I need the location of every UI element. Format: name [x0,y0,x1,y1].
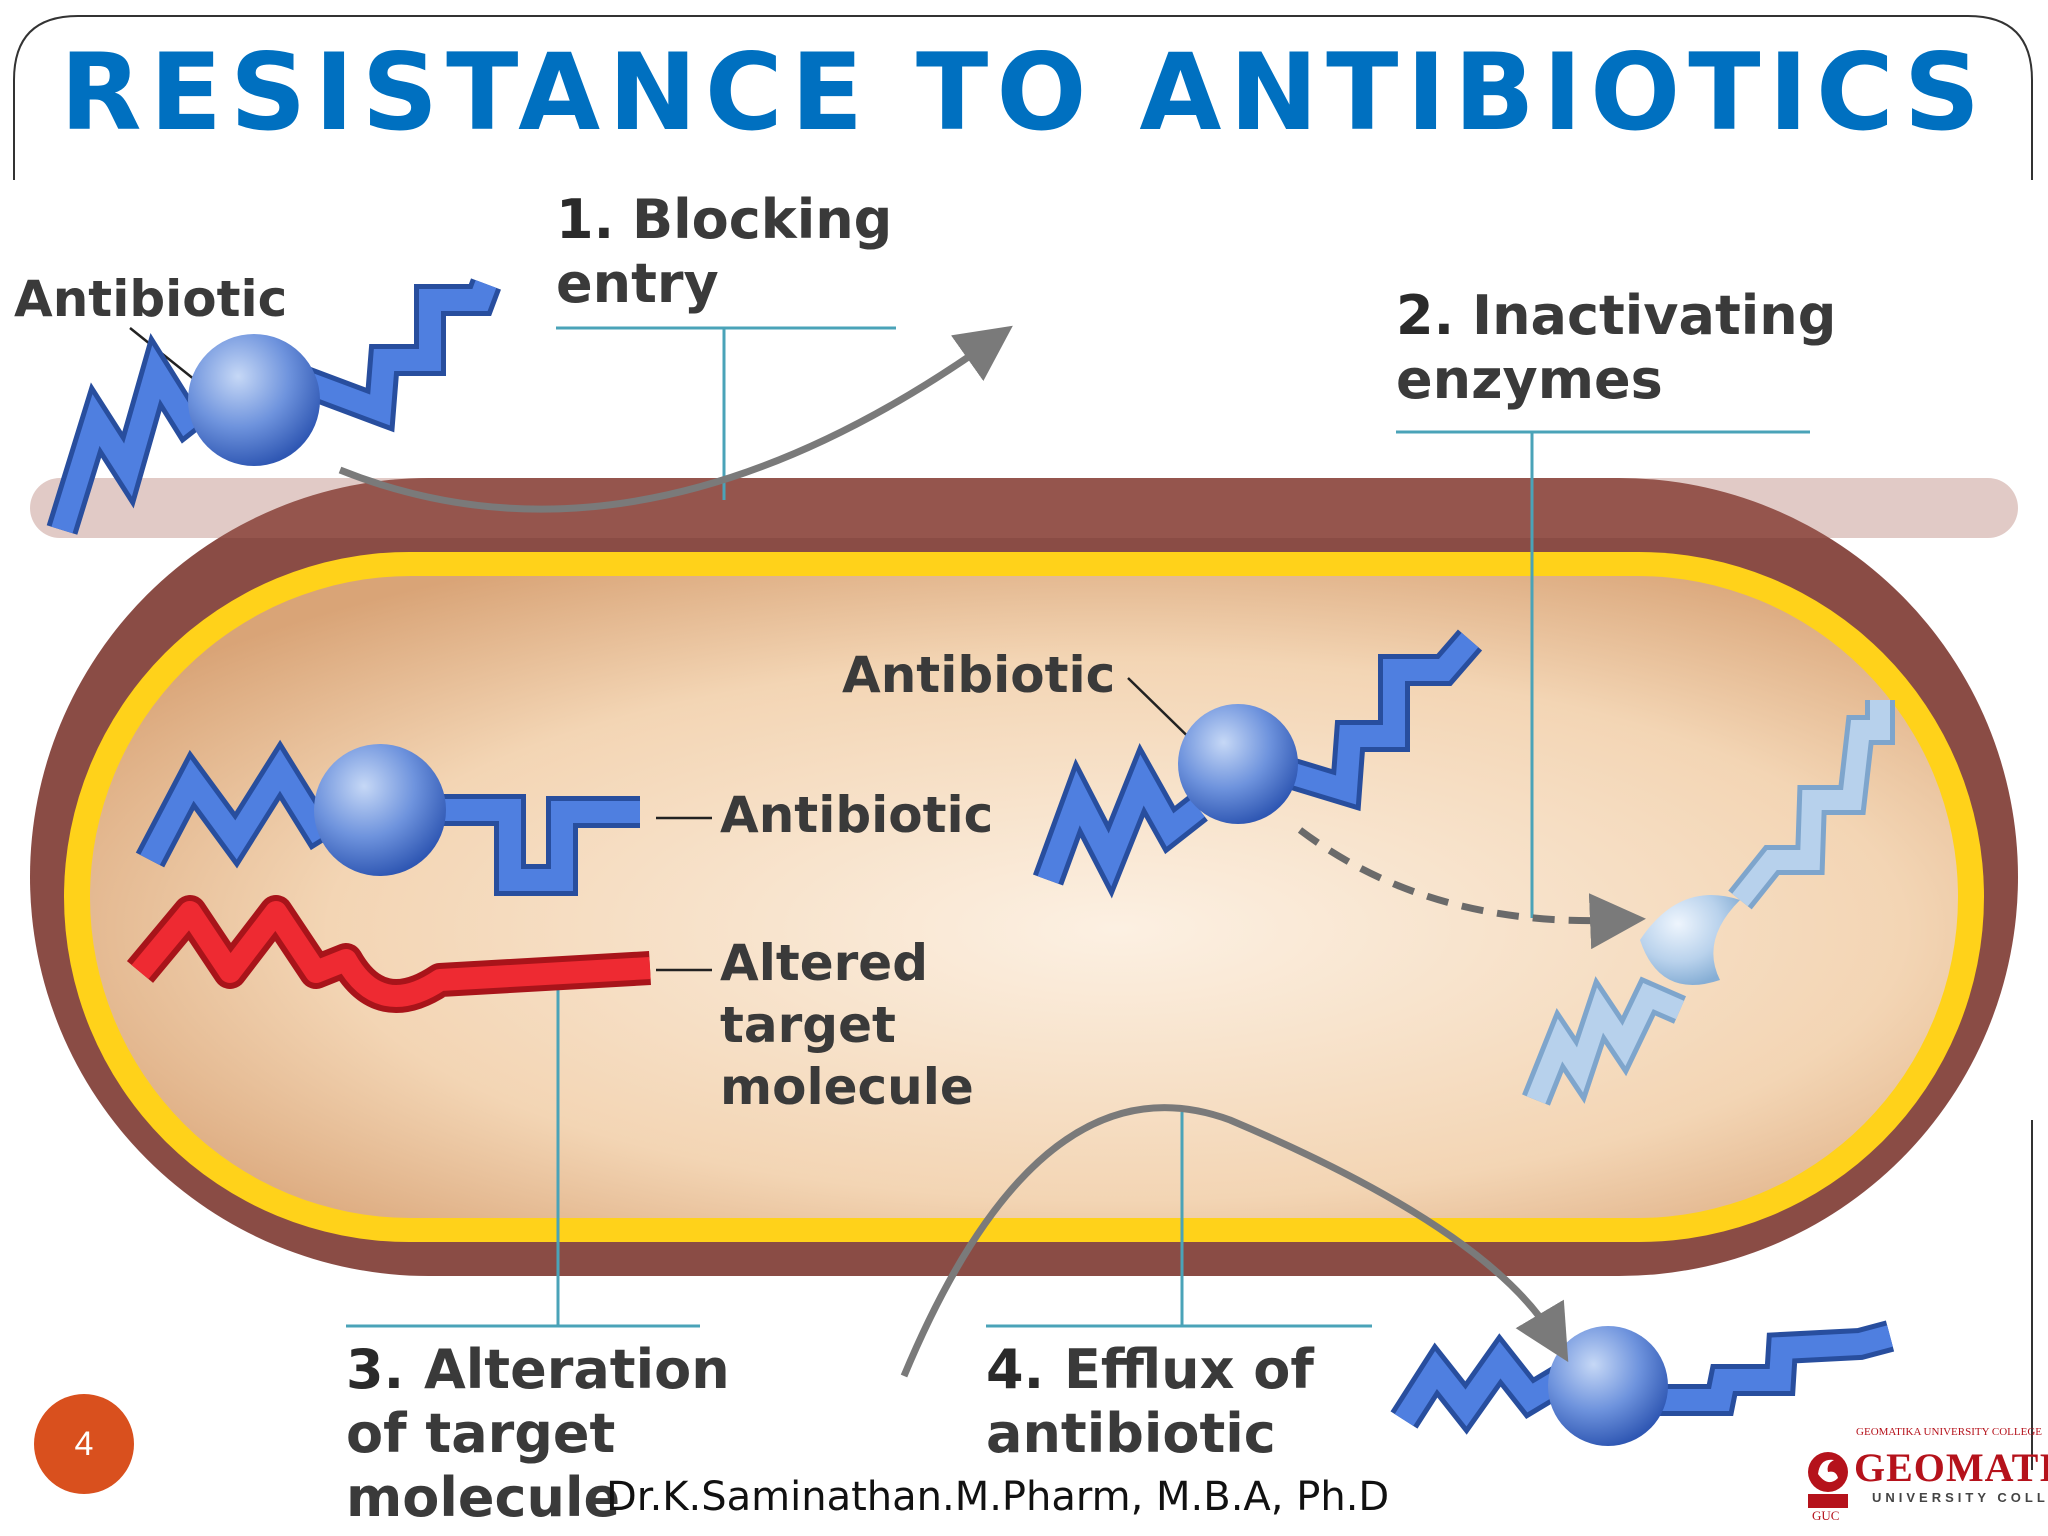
page-number-badge: 4 [34,1394,134,1494]
university-logo: GEOMATIKA UNIVERSITY COLLEGE GEOMATIKA U… [1806,1424,2048,1530]
mechanism-4-label: 4. Efflux of antibiotic [986,1338,1333,1465]
label-altered-target: Altered target molecule [720,934,974,1116]
label-antibiotic-outside: Antibiotic [14,270,287,328]
arrow-blocking-entry [338,325,1013,513]
arrow-efflux [900,1104,1569,1378]
logo-swirl-icon [1808,1452,1848,1508]
slide-title: RESISTANCE TO ANTIBIOTICS [59,31,1989,154]
logo-name: GEOMATIKA [1854,1445,2048,1490]
antibiotic-molecule-bound [135,739,640,896]
logo-subtitle: UNIVERSITY COLLEGE [1872,1490,2048,1505]
label-antibiotic-inside-right: Antibiotic [842,646,1115,704]
mechanism-1-label: 1. Blocking entry [556,188,911,315]
antibiotic-molecule-effluxed [1390,1320,1895,1446]
arrows [338,325,1646,1378]
altered-target-molecule [126,895,651,1013]
bacterial-cell [30,478,2018,1276]
logo-top-text: GEOMATIKA UNIVERSITY COLLEGE [1856,1426,2042,1438]
callout-lines [346,326,1810,1328]
mechanism-3-label: 3. Alteration of target molecule [346,1338,749,1529]
label-antibiotic-bound: Antibiotic [720,786,993,844]
mechanism-2-label: 2. Inactivating enzymes [1396,284,1855,411]
author-credit: Dr.K.Saminathan.M.Pharm, M.B.A, Ph.D [606,1474,1390,1520]
arrow-inactivation [1297,827,1646,950]
logo-abbr: GUC [1812,1508,1840,1523]
antibiotic-molecule-outside [46,278,501,535]
antibiotic-molecule-inside [1032,629,1483,899]
inactivated-antibiotic [1522,700,1895,1106]
